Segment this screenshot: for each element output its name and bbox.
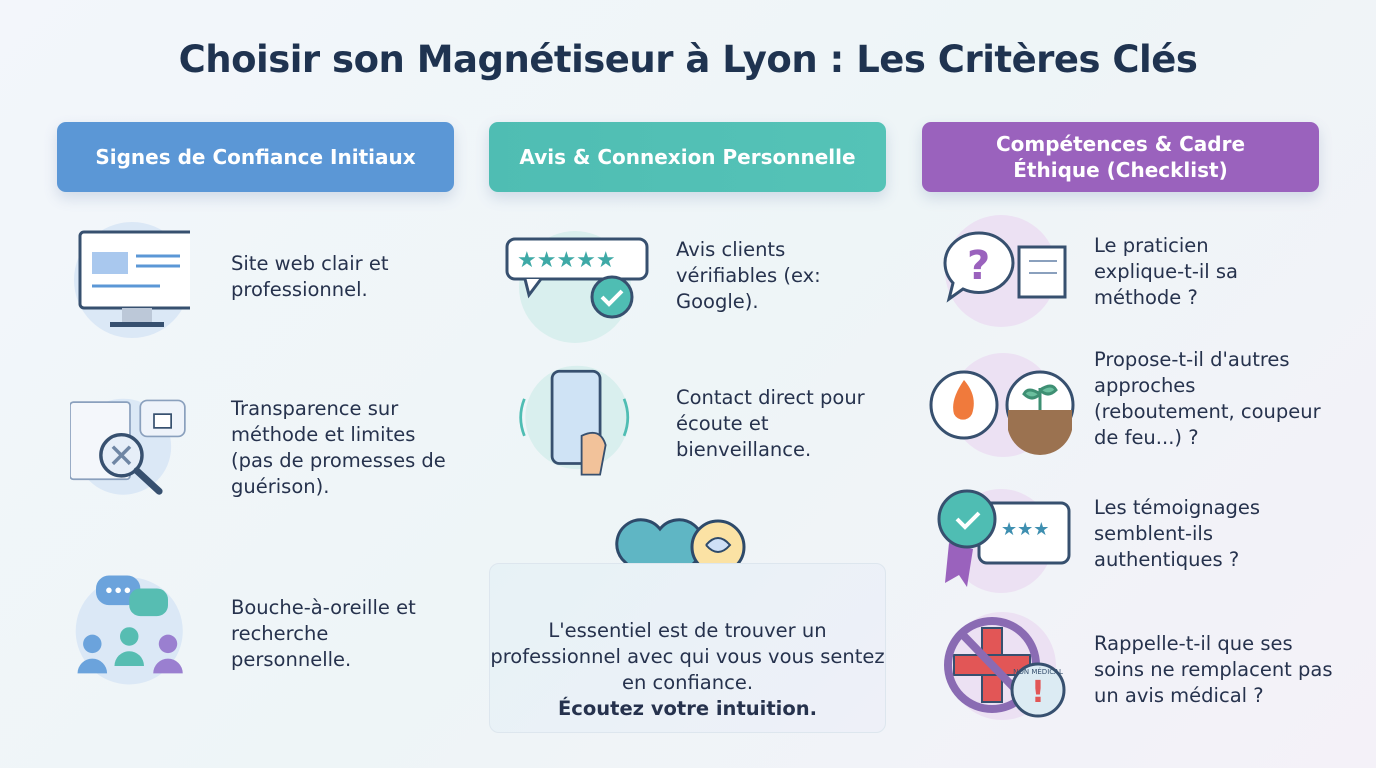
column-header-reviews: Avis & Connexion Personnelle	[489, 122, 886, 192]
list-item: Rappelle-t-il que ses soins ne remplacen…	[1094, 632, 1333, 707]
phone-hand-icon	[519, 365, 630, 476]
badge-review-icon: ★★★	[937, 489, 1071, 593]
svg-text:★★★: ★★★	[1001, 519, 1049, 540]
column-header-ethics: Compétences & Cadre Éthique (Checklist)	[922, 122, 1319, 192]
no-medical-icon: !NON MÉDICAL	[944, 612, 1066, 720]
list-item: Les témoignages semblent-ils authentique…	[1094, 496, 1261, 571]
question-book-icon: ?	[943, 215, 1067, 327]
column-header-trust: Signes de Confiance Initiaux	[57, 122, 454, 192]
svg-text:?: ?	[967, 243, 990, 289]
list-item: Site web clair et professionnel.	[231, 252, 389, 301]
stamp-text: NON MÉDICAL	[1013, 667, 1063, 676]
list-item: Transparence sur méthode et limites (pas…	[231, 397, 446, 498]
list-item: Le praticien explique-t-il sa méthode ?	[1094, 234, 1239, 309]
intuition-callout: L'essentiel est de trouver un profession…	[489, 563, 886, 733]
star-review-icon: ★★★★★	[505, 231, 649, 343]
fire-plant-icon	[929, 353, 1075, 457]
svg-text:★★★★★: ★★★★★	[517, 248, 616, 273]
document-magnifier-lock-icon	[70, 398, 186, 495]
callout-bold-text: Écoutez votre intuition.	[557, 697, 818, 720]
callout-text: L'essentiel est de trouver un profession…	[490, 619, 885, 694]
list-item: Propose-t-il d'autres approches (reboute…	[1094, 348, 1321, 449]
people-chat-icon	[75, 575, 183, 685]
page-title: Choisir son Magnétiseur à Lyon : Les Cri…	[178, 38, 1198, 81]
list-item: Contact direct pour écoute et bienveilla…	[676, 386, 865, 461]
list-item: Bouche-à-oreille et recherche personnell…	[231, 596, 416, 671]
list-item: Avis clients vérifiables (ex: Google).	[676, 238, 821, 313]
svg-text:!: !	[1031, 675, 1045, 710]
website-monitor-icon	[74, 222, 190, 338]
